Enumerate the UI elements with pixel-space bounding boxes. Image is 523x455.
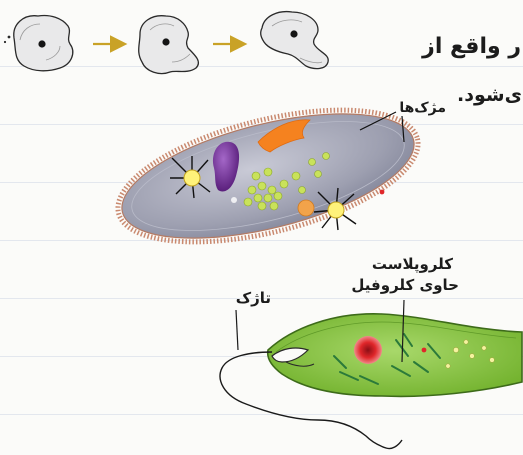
food-vacuole — [298, 200, 314, 216]
amoeba-shape — [139, 16, 199, 74]
paramecium — [105, 84, 431, 267]
leader-line — [236, 310, 238, 350]
page-text-line1: ر واقع از — [422, 34, 521, 59]
euglena — [220, 300, 522, 449]
page-text-line2: ی‌شود. — [457, 84, 522, 106]
label-cilia: مژک‌ها — [399, 100, 446, 116]
amoeba-shape — [261, 12, 329, 69]
nucleus-icon — [38, 40, 45, 47]
label-chloroplast-line2: حاوی کلروفیل — [351, 276, 459, 294]
euglena-body — [268, 314, 522, 397]
label-chloroplast-line1: کلروپلاست — [372, 255, 453, 273]
amoeba-sequence — [4, 12, 328, 74]
eyespot — [354, 336, 382, 364]
nucleus-icon — [290, 30, 297, 37]
nucleus-icon — [162, 38, 169, 45]
label-flagellum: تاژک — [236, 289, 271, 307]
amoeba-shape — [4, 15, 73, 70]
